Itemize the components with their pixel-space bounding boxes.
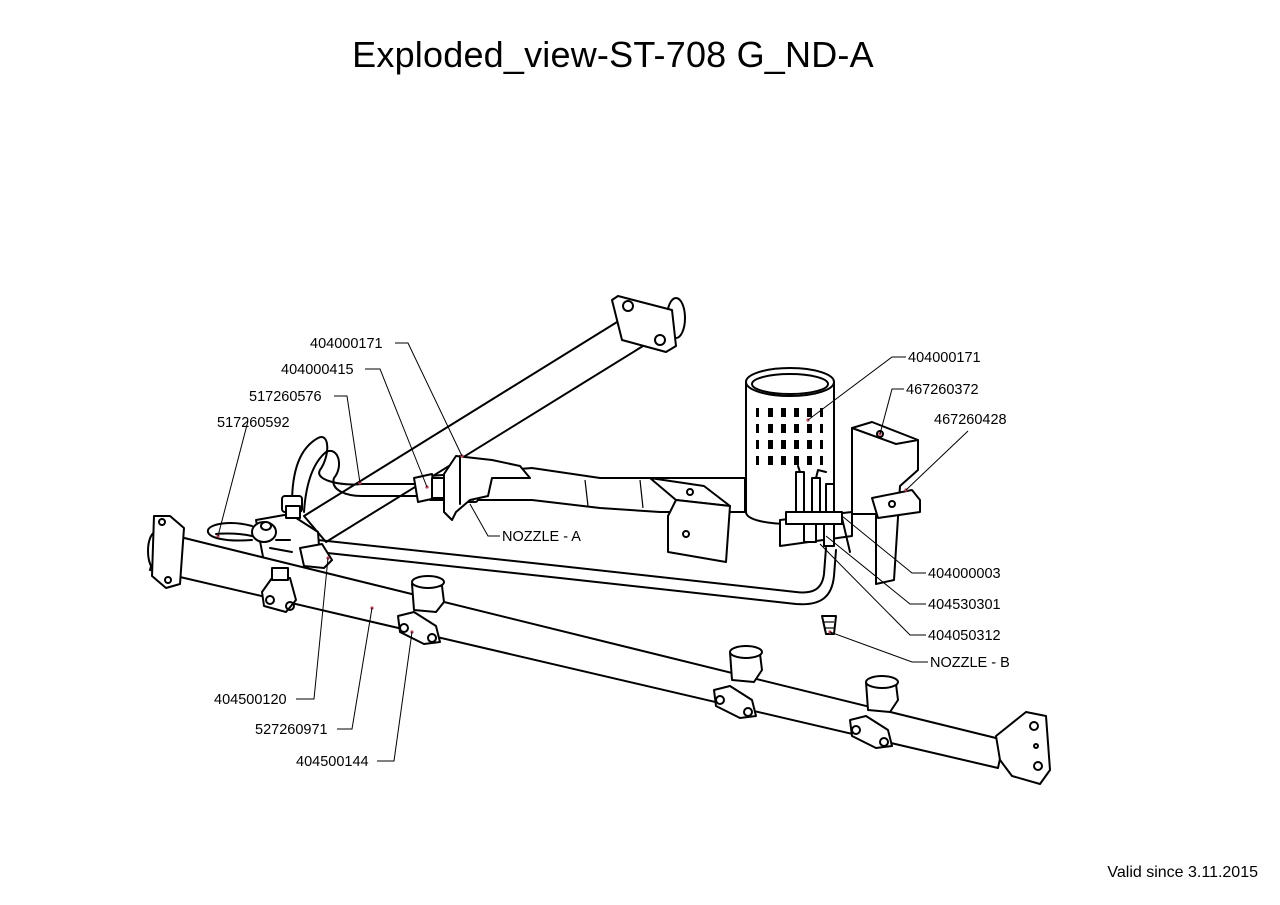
label-467260428: 467260428 bbox=[934, 412, 1007, 428]
burner-slot bbox=[781, 408, 786, 417]
burner-slot bbox=[807, 408, 812, 417]
label-404500120: 404500120 bbox=[214, 692, 287, 708]
burner-slot bbox=[756, 440, 759, 449]
burner-slot bbox=[756, 424, 759, 433]
burner-slot bbox=[807, 440, 812, 449]
burner-slot bbox=[820, 440, 823, 449]
burner-slot bbox=[768, 408, 773, 417]
nozzle-a-assembly bbox=[413, 455, 531, 521]
electrode-cluster bbox=[785, 465, 851, 553]
burner-slot bbox=[781, 456, 786, 465]
burner-slot bbox=[807, 456, 812, 465]
label-404000171-nut: 404000171 bbox=[310, 336, 383, 352]
burner-slot bbox=[820, 456, 823, 465]
label-467260372: 467260372 bbox=[906, 382, 979, 398]
label-404000171-burner: 404000171 bbox=[908, 350, 981, 366]
label-404500144: 404500144 bbox=[296, 754, 369, 770]
burner-slot bbox=[756, 456, 759, 465]
label-404530301: 404530301 bbox=[928, 597, 1001, 613]
label-nozzle-a: NOZZLE - A bbox=[502, 529, 581, 545]
burner-slot bbox=[820, 424, 823, 433]
burner-slot bbox=[794, 408, 799, 417]
label-404050312: 404050312 bbox=[928, 628, 1001, 644]
burner-slot bbox=[768, 456, 773, 465]
tube-clamps bbox=[261, 567, 899, 749]
drawing-title: Exploded_view-ST-708 G_ND-A bbox=[352, 34, 874, 75]
label-404000003: 404000003 bbox=[928, 566, 1001, 582]
main-tube bbox=[147, 515, 1051, 785]
burner-slot bbox=[781, 440, 786, 449]
validity-note: Valid since 3.11.2015 bbox=[1107, 864, 1258, 881]
burner-slot bbox=[820, 408, 823, 417]
gas-pipe-curved bbox=[206, 436, 421, 542]
label-527260971: 527260971 bbox=[255, 722, 328, 738]
gas-valve bbox=[251, 495, 333, 573]
label-517260592: 517260592 bbox=[217, 415, 290, 431]
nozzle-b bbox=[821, 615, 837, 635]
pilot-tube bbox=[317, 539, 837, 606]
burner-slot bbox=[794, 456, 799, 465]
burner-slot bbox=[768, 440, 773, 449]
label-404000415: 404000415 bbox=[281, 362, 354, 378]
clamp-3 bbox=[713, 645, 763, 719]
burner-slot bbox=[807, 424, 812, 433]
clamp-4 bbox=[849, 675, 899, 749]
label-nozzle-b: NOZZLE - B bbox=[930, 655, 1010, 671]
burner-slot bbox=[794, 440, 799, 449]
clamp-1 bbox=[261, 567, 297, 613]
burner-slots bbox=[756, 408, 823, 465]
label-517260576: 517260576 bbox=[249, 389, 322, 405]
leader-lines bbox=[217, 342, 969, 762]
burner-slot bbox=[794, 424, 799, 433]
burner-slot bbox=[781, 424, 786, 433]
clamp-2 bbox=[397, 575, 445, 645]
burner-slot bbox=[768, 424, 773, 433]
part-labels: 404000171 404000415 517260576 517260592 … bbox=[214, 336, 1010, 770]
burner-slot bbox=[756, 408, 759, 417]
bracket-left bbox=[649, 477, 731, 563]
